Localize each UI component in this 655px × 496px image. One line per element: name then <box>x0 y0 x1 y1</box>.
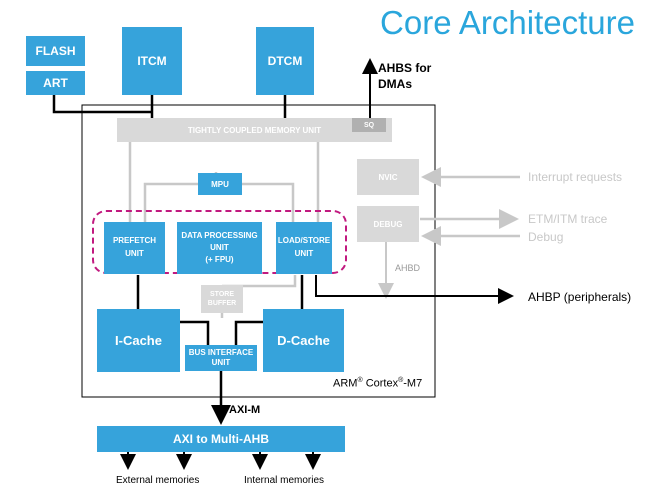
store-buffer-block: STORE BUFFER <box>201 285 243 313</box>
mpu-label: MPU <box>211 179 229 189</box>
art-block: ART <box>26 71 85 95</box>
storebuffer-line <box>222 275 297 288</box>
etm-label: ETM/ITM trace <box>528 212 608 226</box>
dpu-fpu-label: (+ FPU) <box>205 255 234 264</box>
debug-block: DEBUG <box>357 206 419 242</box>
store-buffer-label: STORE BUFFER <box>207 290 237 307</box>
axi-block: AXI to Multi-AHB <box>97 426 345 452</box>
axi-label: AXI to Multi-AHB <box>173 432 269 446</box>
ahbd-label: AHBD <box>395 263 421 273</box>
prefetch-label: PREFETCH UNIT <box>112 236 157 258</box>
flash-tcm-line <box>52 94 152 114</box>
ahbs-label: AHBS for DMAs <box>378 61 432 92</box>
itcm-label: ITCM <box>137 54 167 68</box>
debug-ext-label: Debug <box>528 230 564 244</box>
axim-label: AXI-M <box>229 404 261 416</box>
tcm-unit-block: TIGHTLY COUPLED MEMORY UNIT <box>117 118 392 142</box>
external-memories-label: External memories <box>116 475 200 486</box>
flash-label: FLASH <box>35 44 76 58</box>
page-title: Core Architecture <box>380 4 635 41</box>
internal-memories-label: Internal memories <box>244 475 325 486</box>
dpu-block: DATA PROCESSING UNIT (+ FPU) <box>177 222 262 274</box>
sq-label: SQ <box>363 121 375 129</box>
dtcm-label: DTCM <box>267 54 303 68</box>
dcache-block: D-Cache <box>263 309 344 372</box>
nvic-label: NVIC <box>378 172 398 182</box>
interrupt-label: Interrupt requests <box>528 170 623 184</box>
biu-block: BUS INTERFACE UNIT <box>185 345 257 371</box>
core-outline <box>81 104 436 398</box>
icache-block: I-Cache <box>97 309 180 372</box>
nvic-block: NVIC <box>357 159 419 195</box>
dtcm-block: DTCM <box>256 27 314 95</box>
icache-biu-line <box>180 320 210 345</box>
flash-block: FLASH <box>26 36 85 66</box>
core-name-label: ARM® Cortex®-M7 <box>333 377 423 390</box>
debug-label: DEBUG <box>373 219 403 229</box>
icache-label: I-Cache <box>115 333 162 348</box>
dcache-biu-line <box>234 320 263 345</box>
sq-block: SQ <box>352 118 386 132</box>
loadstore-label: LOAD/STORE UNIT <box>277 236 331 258</box>
itcm-block: ITCM <box>122 27 182 95</box>
biu-label: BUS INTERFACE UNIT <box>188 347 254 367</box>
tcm-unit-label: TIGHTLY COUPLED MEMORY UNIT <box>187 125 322 135</box>
dpu-label: DATA PROCESSING UNIT <box>181 231 258 252</box>
loadstore-block: LOAD/STORE UNIT <box>276 222 332 274</box>
ahbp-line <box>315 275 514 304</box>
art-label: ART <box>43 76 68 90</box>
ahbp-label: AHBP (peripherals) <box>528 290 632 304</box>
dcache-label: D-Cache <box>277 333 330 348</box>
prefetch-block: PREFETCH UNIT <box>104 222 165 274</box>
mpu-block: MPU <box>198 173 242 195</box>
